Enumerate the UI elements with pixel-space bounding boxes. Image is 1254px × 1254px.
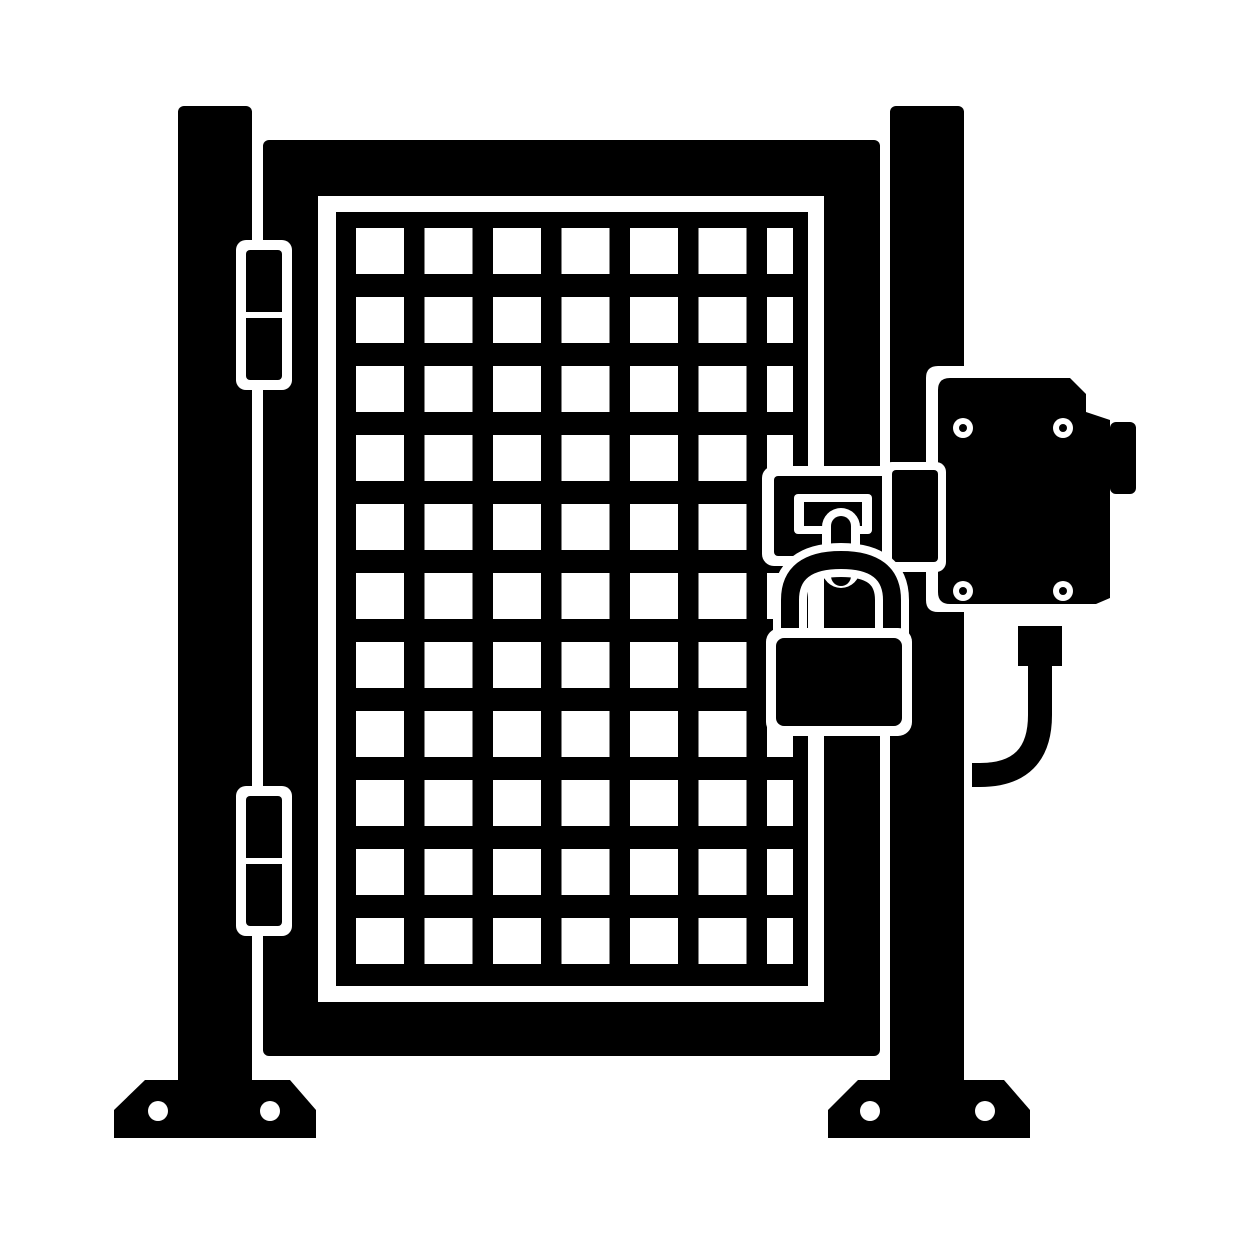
mesh-cell [561,435,610,481]
mesh-cell [630,228,678,274]
mesh-cell [630,918,678,964]
mesh-cell [493,297,541,343]
mesh-cell [561,780,610,826]
mesh-cell [561,573,610,619]
padlock-icon [766,508,912,736]
mesh-cell [767,780,793,826]
mesh-cell [424,642,473,688]
mesh-cell [630,642,678,688]
mesh-cell [493,366,541,412]
mesh-cell [424,849,473,895]
mesh-cell [493,849,541,895]
mesh-cell [424,711,473,757]
mesh-cell [561,711,610,757]
mesh-cell [630,504,678,550]
mesh-cell [424,573,473,619]
mesh-cell [698,366,747,412]
mesh-cell [356,228,404,274]
mesh-cell [356,711,404,757]
mesh-cell [493,573,541,619]
mesh-cell [424,297,473,343]
mesh-cell [424,228,473,274]
mesh-cell [493,780,541,826]
mesh-cell [493,228,541,274]
mesh-cell [698,435,747,481]
cable-icon [972,620,1070,787]
mesh-cell [630,849,678,895]
mesh-cell [561,504,610,550]
mesh-cell [424,780,473,826]
mesh-cell [356,366,404,412]
mesh-cell [630,573,678,619]
mesh-cell [356,573,404,619]
mesh-cell [767,297,793,343]
mesh-cell [698,297,747,343]
mesh-cell [561,366,610,412]
mesh-cell [630,711,678,757]
mesh-cell [630,297,678,343]
mesh-cell [356,849,404,895]
mesh-cell [356,918,404,964]
mesh-cell [698,711,747,757]
mesh-cell [698,573,747,619]
mesh-cell [630,435,678,481]
mesh-cell [561,918,610,964]
mesh-cell [698,780,747,826]
mesh-cell [493,435,541,481]
mesh-cell [561,642,610,688]
lower-hinge-icon [236,786,292,936]
mesh-cell [630,780,678,826]
mesh-cell [767,366,793,412]
mesh-cell [356,780,404,826]
mesh-cell [698,918,747,964]
interlock-switch-icon [926,366,1145,612]
mesh-cell [698,228,747,274]
mesh-cell [493,711,541,757]
upper-hinge-icon [236,240,292,390]
mesh-cell [356,297,404,343]
mesh-cell [767,228,793,274]
left-base-plate-icon [114,1080,316,1138]
mesh-cell [424,504,473,550]
mesh-cell [424,366,473,412]
mesh-cell [630,366,678,412]
mesh-cell [767,849,793,895]
mesh-cell [698,642,747,688]
mesh-cell [698,504,747,550]
mesh-cell [356,435,404,481]
mesh-cell [493,504,541,550]
mesh-cell [356,504,404,550]
mesh-cell [561,849,610,895]
mesh-cell [698,849,747,895]
mesh-cell [424,918,473,964]
mesh-cell [767,918,793,964]
mesh-cell [561,297,610,343]
mesh-cell [493,918,541,964]
mesh-cell [356,642,404,688]
left-post [178,106,252,1096]
right-base-plate-icon [828,1080,1030,1138]
mesh-cell [493,642,541,688]
mesh-cell [561,228,610,274]
mesh-cell [424,435,473,481]
